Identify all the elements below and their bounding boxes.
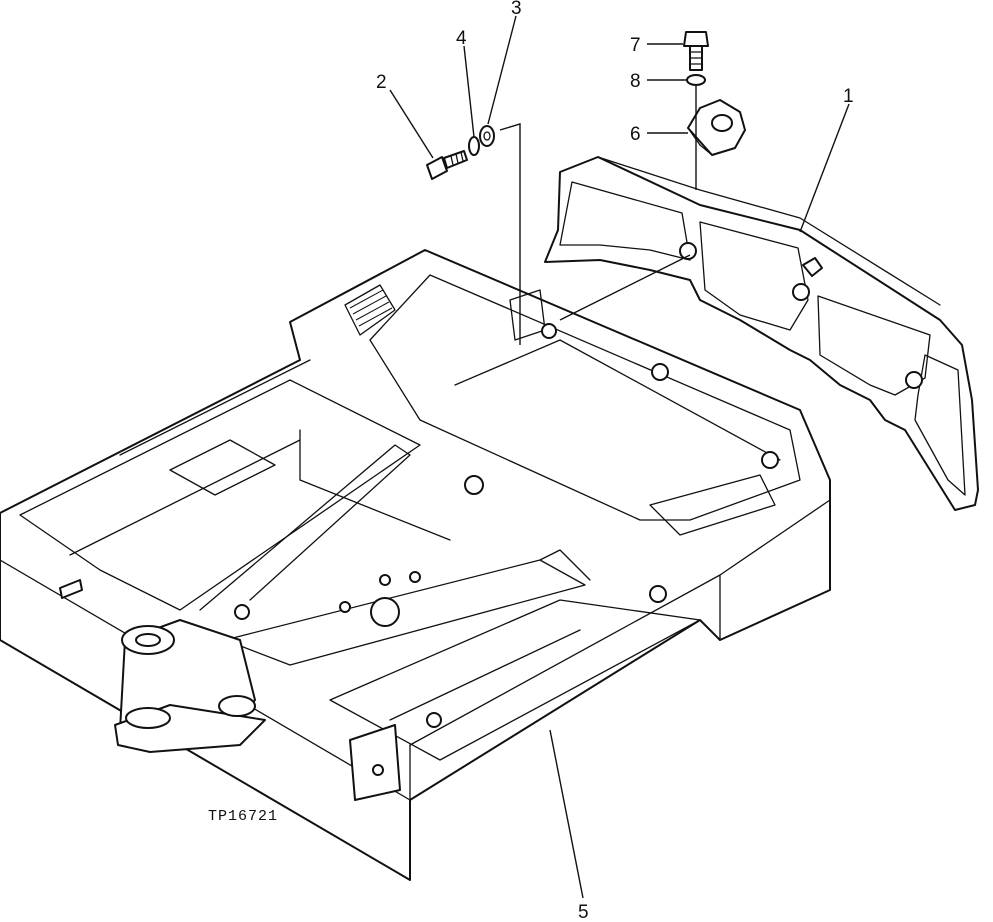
- callout-4-leader: [463, 45, 475, 138]
- callout-6: 6: [630, 124, 641, 145]
- callout-5: 5: [578, 902, 589, 922]
- figure-id: TP16721: [208, 808, 278, 825]
- lock-washer-8: [686, 74, 706, 86]
- callout-2: 2: [376, 72, 387, 93]
- install-line-2-3-4: [499, 123, 521, 345]
- callout-4: 4: [456, 28, 467, 49]
- callout-8: 8: [630, 71, 641, 92]
- callout-3-leader: [487, 15, 517, 125]
- callout-7: 7: [630, 35, 641, 56]
- callout-5-leader: [549, 729, 584, 899]
- callout-1: 1: [843, 86, 854, 107]
- upper-structure-frame: [0, 249, 831, 881]
- lifting-eye-6: [687, 99, 746, 156]
- install-line-eye-to-frame: [559, 254, 691, 321]
- cap-screw-2: [426, 150, 468, 180]
- cap-screw-7: [683, 31, 709, 71]
- callout-3: 3: [511, 0, 522, 19]
- counterweight: [544, 156, 979, 511]
- callout-2-leader: [389, 89, 434, 159]
- callout-1-leader: [799, 103, 850, 233]
- washer-3: [479, 125, 495, 147]
- lock-washer-4: [468, 136, 480, 156]
